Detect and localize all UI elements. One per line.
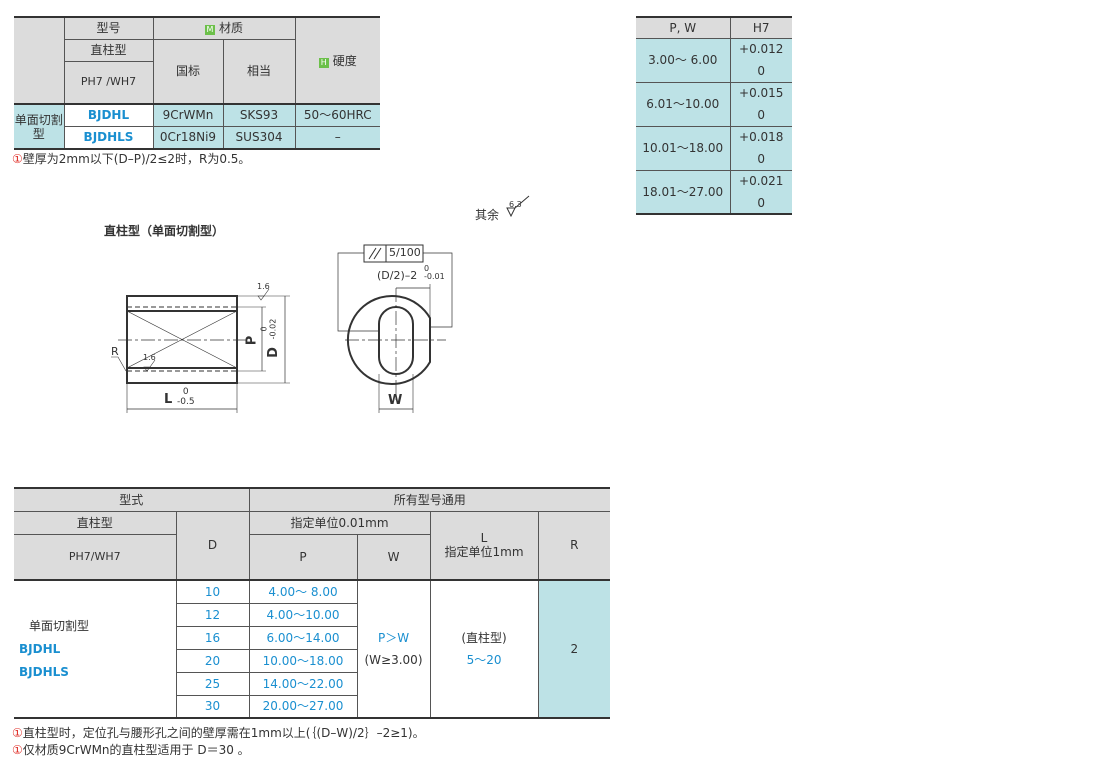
parallelism-frame [363,244,424,263]
material-equiv: SUS304 [222,125,296,150]
hardness: 50～60HRC [294,103,381,127]
p-range: 6.00～14.00 [248,625,358,650]
header-tolerance: PH7/WH7 [14,533,177,581]
d-value: 10 [175,579,250,604]
blank-cell [14,16,65,105]
material-gb: 9CrWMn [152,103,224,127]
upper-tol: +0.012 [729,37,792,60]
material-gb: 0Cr18Ni9 [152,125,224,150]
header-h7: H7 [729,16,792,39]
part-code: BJDHLS [63,125,154,150]
parallelism-value: 5/100 [389,246,421,259]
w-cell: P＞W(W≥3.00) [356,579,431,719]
range: 3.00～ 6.00 [636,37,731,83]
part-code: BJDHL [63,103,154,127]
material-icon: M [205,25,215,36]
p-range: 10.00～18.00 [248,648,358,673]
range: 6.01～10.00 [636,81,731,127]
surface-rest-label: 其余 [475,208,500,222]
width-dim-tolerance: 0-0.01 [424,264,445,281]
hardness-icon: H [318,57,329,68]
hardness: – [294,125,381,150]
header-equiv: 相当 [222,38,296,105]
l-cell: (直柱型)5～20 [429,579,539,719]
group-label: 单面切割型 [14,103,65,150]
upper-tol: +0.018 [729,125,792,148]
d-value: 30 [175,694,250,719]
header-tolerance: PH7 /WH7 [63,60,154,105]
l-tolerance: 0-0.5 [177,387,195,407]
d-value: 20 [175,648,250,673]
header-type: 直柱型 [63,38,154,62]
p-dim-label: P [244,335,260,346]
w-dim-label: W [388,393,403,408]
header-p: P [248,533,358,581]
header-gb: 国标 [152,38,224,105]
header-model: 型号 [63,16,154,40]
l-dim-label: L [164,392,173,407]
pin-side-view [126,295,238,384]
d-value: 16 [175,625,250,650]
wall-note: ①壁厚为2mm以下(D–P)/2≤2时，R为0.5。 [12,152,251,166]
p-range: 20.00～27.00 [248,694,358,719]
header-unit: 指定单位0.01mm [248,510,431,535]
d-value: 12 [175,602,250,627]
header-all-models: 所有型号通用 [248,487,611,512]
wall-thickness-note: ①直柱型时，定位孔与腰形孔之间的壁厚需在1mm以上(｛(D–W)/2｝–2≥1)… [12,726,425,740]
d-tolerance: 0-0.02 [259,318,278,340]
header-d: D [175,510,250,581]
material-equiv: SKS93 [222,103,296,127]
roughness-value: 1.6 [257,282,270,291]
header-type: 直柱型 [14,510,177,535]
roughness-value: 1.6 [143,353,156,362]
p-range: 14.00～22.00 [248,671,358,696]
upper-tol: +0.021 [729,169,792,192]
drawing-title: 直柱型（单面切割型） [104,224,225,238]
r-value: 2 [537,579,611,719]
header-pw: P, W [636,16,731,39]
roughness-symbol [506,195,530,218]
lower-tol: 0 [729,192,792,215]
upper-tol: +0.015 [729,81,792,104]
radius-label: R [111,345,119,358]
p-range: 4.00～ 8.00 [248,579,358,604]
range: 10.01～18.00 [636,125,731,171]
lower-tol: 0 [729,60,792,83]
p-range: 4.00～10.00 [248,602,358,627]
width-dim-label: (D/2)–2 [377,269,418,282]
header-form: 型式 [14,487,250,512]
pin-end-view [346,295,431,385]
rest-roughness: 6.3 [509,200,522,209]
material-note: ①仅材质9CrWMn的直柱型适用于 D＝30 。 [12,743,250,757]
d-dim-label: D [265,347,281,358]
header-r: R [537,510,611,581]
d-value: 25 [175,671,250,696]
header-w: W [356,533,431,581]
